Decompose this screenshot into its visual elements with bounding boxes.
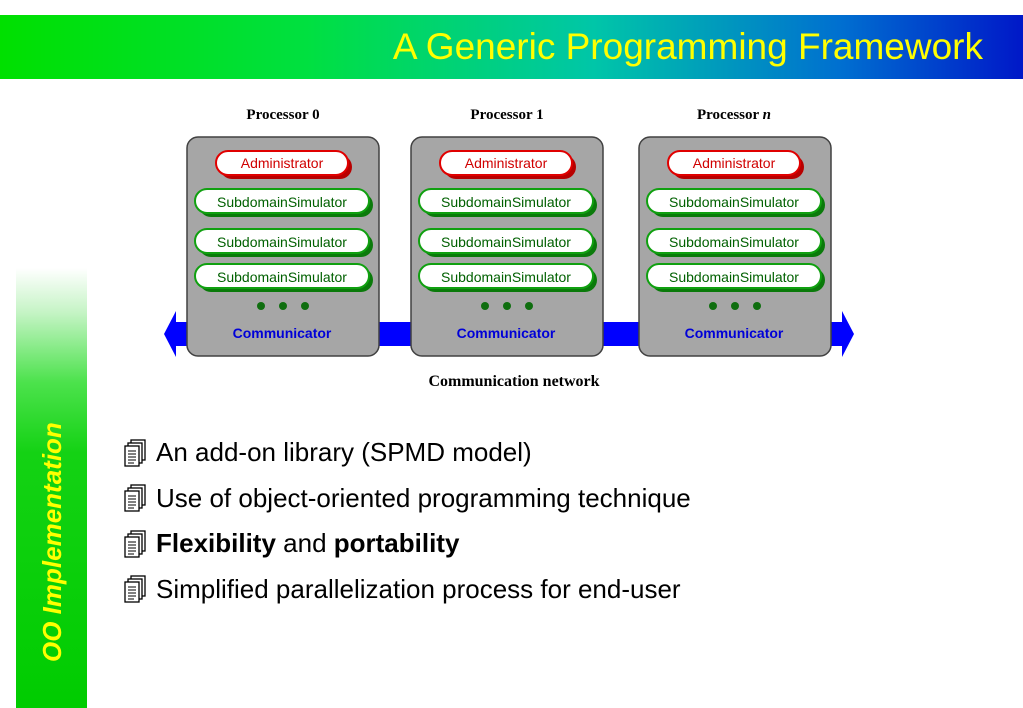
bullet-text: Use of object-oriented programming techn… — [156, 482, 691, 513]
processor-node-0: Processor 0 Administrator SubdomainSimul… — [186, 107, 380, 357]
side-bar — [16, 268, 87, 708]
subdomain-simulator-label: SubdomainSimulator — [669, 234, 799, 250]
processor-node-1: Processor 1 Administrator SubdomainSimul… — [410, 107, 604, 357]
processor-node-n: Processor n Administrator SubdomainSimul… — [638, 107, 832, 357]
bullet-text: An add-on library (SPMD model) — [156, 437, 532, 468]
subdomain-simulator-label: SubdomainSimulator — [441, 269, 571, 285]
administrator-label: Administrator — [465, 155, 548, 171]
bullet-list: An add-on library (SPMD model) Use of ob… — [120, 430, 691, 612]
administrator-label: Administrator — [693, 155, 776, 171]
communicator-label: Communicator — [685, 325, 784, 341]
subdomain-simulator-label: SubdomainSimulator — [441, 194, 571, 210]
subdomain-simulator-label: SubdomainSimulator — [217, 269, 347, 285]
administrator-label: Administrator — [241, 155, 324, 171]
subdomain-simulator-label: SubdomainSimulator — [217, 194, 347, 210]
network-label: Communication network — [428, 373, 599, 390]
document-stack-icon — [120, 438, 150, 468]
processor-label: Processor 0 — [246, 107, 319, 123]
processor-label: Processor 1 — [470, 107, 543, 123]
subdomain-simulator-label: SubdomainSimulator — [441, 234, 571, 250]
bullet-text: Flexibility and portability — [156, 528, 460, 559]
title-bar: A Generic Programming Framework — [0, 15, 1023, 79]
communicator-label: Communicator — [233, 325, 332, 341]
bullet-item: Simplified parallelization process for e… — [120, 567, 691, 613]
subdomain-simulator-label: SubdomainSimulator — [217, 234, 347, 250]
bullet-item: Flexibility and portability — [120, 521, 691, 567]
slide-title: A Generic Programming Framework — [392, 26, 983, 67]
document-stack-icon — [120, 529, 150, 559]
ellipsis-dots — [709, 302, 761, 310]
bullet-item: Use of object-oriented programming techn… — [120, 476, 691, 522]
ellipsis-dots — [481, 302, 533, 310]
subdomain-simulator-label: SubdomainSimulator — [669, 269, 799, 285]
ellipsis-dots — [257, 302, 309, 310]
bullet-text: Simplified parallelization process for e… — [156, 573, 681, 604]
bullet-item: An add-on library (SPMD model) — [120, 430, 691, 476]
document-stack-icon — [120, 483, 150, 513]
document-stack-icon — [120, 574, 150, 604]
processor-label: Processor n — [697, 107, 771, 123]
subdomain-simulator-label: SubdomainSimulator — [669, 194, 799, 210]
communicator-label: Communicator — [457, 325, 556, 341]
